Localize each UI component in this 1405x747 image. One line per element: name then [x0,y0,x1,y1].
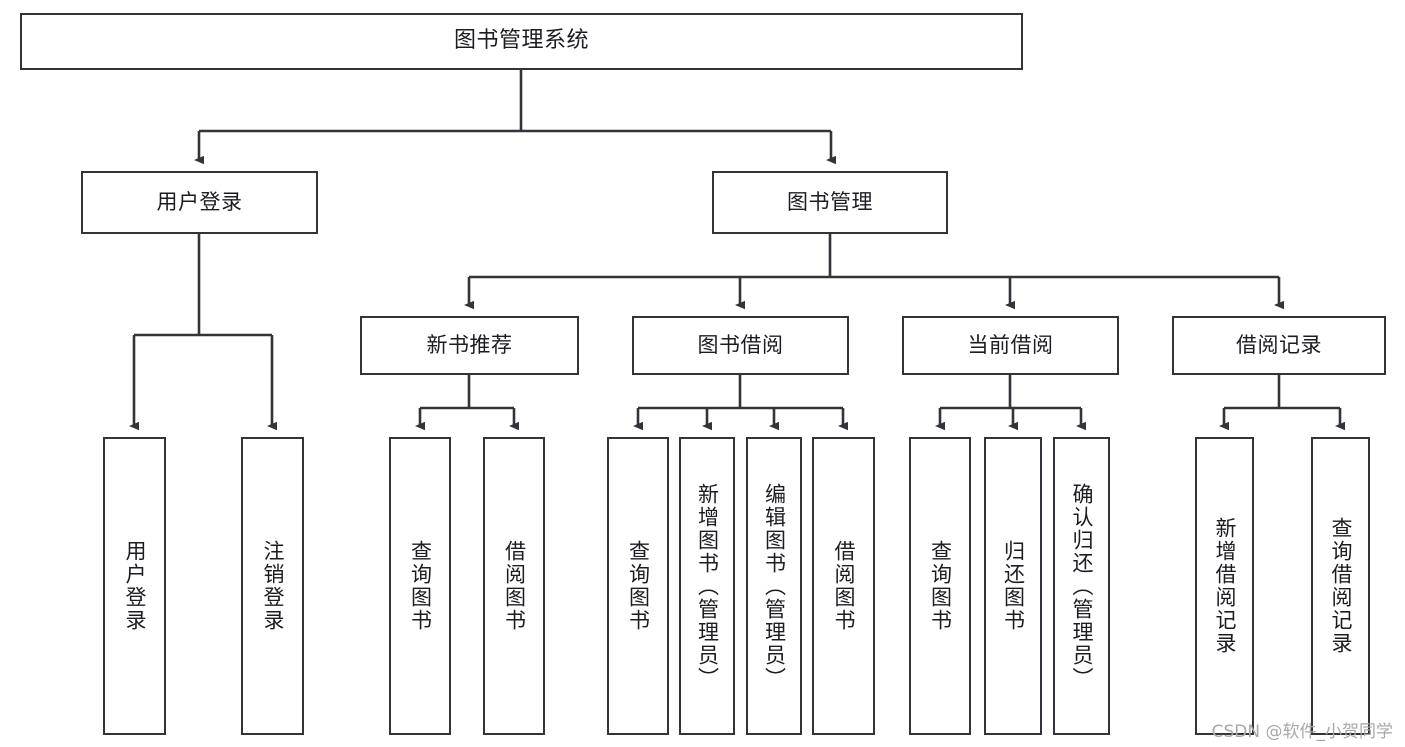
leaf-query-books-borrow[interactable]: 查询图书 [607,437,669,735]
leaf-borrow-book-label: 借阅图书 [831,540,856,632]
leaf-query-borrow-record[interactable]: 查询借阅记录 [1311,437,1370,735]
leaf-logout-label: 注销登录 [260,540,285,632]
leaf-confirm-return-admin[interactable]: 确认归还（管理员） [1053,437,1110,735]
leaf-query-books-current[interactable]: 查询图书 [909,437,971,735]
node-borrow-record[interactable]: 借阅记录 [1172,316,1386,375]
node-book-management[interactable]: 图书管理 [712,171,948,234]
watermark: CSDN @软件_小贺同学 [1211,722,1393,742]
node-user-login[interactable]: 用户登录 [81,171,318,234]
leaf-add-book-admin-label: 新增图书（管理员） [695,482,720,690]
leaf-query-books-current-label: 查询图书 [928,540,953,632]
node-current-borrow-label: 当前借阅 [967,332,1054,357]
leaf-add-book-admin[interactable]: 新增图书（管理员） [679,437,735,735]
node-root-label: 图书管理系统 [453,28,589,54]
leaf-return-book-label: 归还图书 [1001,540,1026,632]
leaf-user-login-label: 用户登录 [122,540,147,632]
leaf-borrow-books-recommend[interactable]: 借阅图书 [483,437,545,735]
leaf-query-books-borrow-label: 查询图书 [626,540,651,632]
leaf-user-login[interactable]: 用户登录 [103,437,166,735]
node-current-borrow[interactable]: 当前借阅 [902,316,1119,375]
leaf-query-books-recommend-label: 查询图书 [408,540,433,632]
leaf-confirm-return-admin-label: 确认归还（管理员） [1069,482,1094,690]
node-root[interactable]: 图书管理系统 [20,13,1023,70]
leaf-borrow-book[interactable]: 借阅图书 [812,437,875,735]
leaf-edit-book-admin[interactable]: 编辑图书（管理员） [746,437,802,735]
leaf-add-borrow-record[interactable]: 新增借阅记录 [1195,437,1254,735]
leaf-add-borrow-record-label: 新增借阅记录 [1212,517,1237,655]
node-new-book-recommend-label: 新书推荐 [426,332,513,357]
leaf-query-books-recommend[interactable]: 查询图书 [389,437,451,735]
leaf-query-borrow-record-label: 查询借阅记录 [1328,517,1353,655]
node-book-borrow[interactable]: 图书借阅 [632,316,849,375]
node-borrow-record-label: 借阅记录 [1236,332,1322,357]
node-new-book-recommend[interactable]: 新书推荐 [360,316,579,375]
node-book-management-label: 图书管理 [787,189,873,214]
node-book-borrow-label: 图书借阅 [697,332,784,357]
leaf-borrow-books-recommend-label: 借阅图书 [502,540,527,632]
node-user-login-label: 用户登录 [156,189,243,214]
leaf-logout[interactable]: 注销登录 [241,437,304,735]
leaf-edit-book-admin-label: 编辑图书（管理员） [762,482,787,690]
leaf-return-book[interactable]: 归还图书 [984,437,1042,735]
